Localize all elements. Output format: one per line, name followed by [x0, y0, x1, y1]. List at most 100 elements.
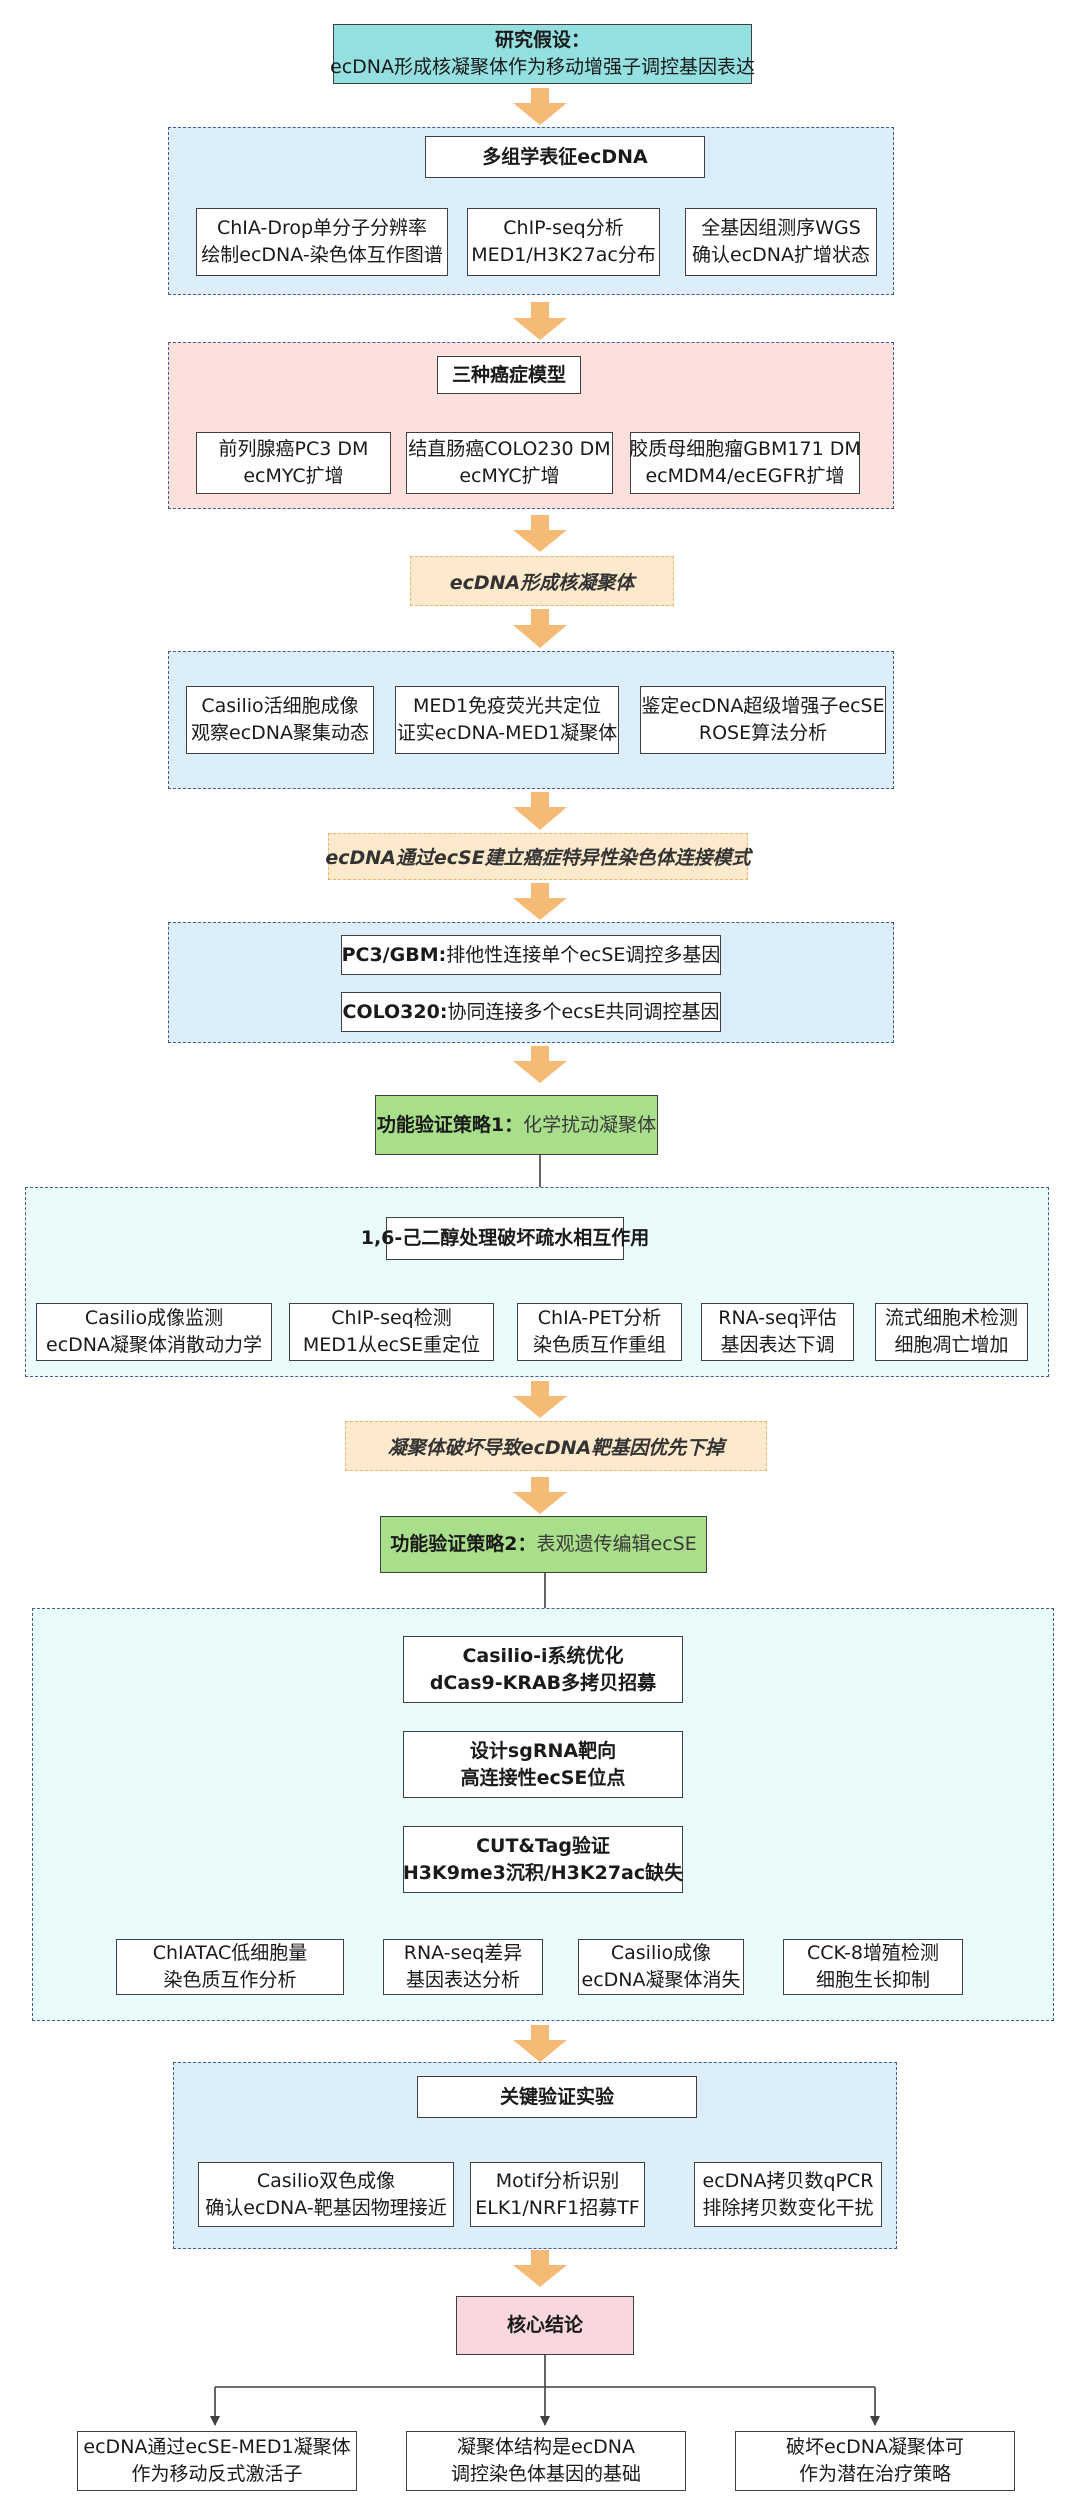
cancer-models-title: 三种癌症模型: [437, 356, 581, 394]
dual-color-imaging-box: Casilio双色成像 确认ecDNA-靶基因物理接近: [198, 2162, 454, 2227]
box-line: ecMYC扩增: [459, 465, 560, 487]
finding-connection-text: ecDNA通过ecSE建立癌症特异性染色体连接模式: [325, 847, 751, 869]
flow-arrow: [513, 1046, 567, 1083]
box-line: 设计sgRNA靶向: [469, 1739, 617, 1762]
s2-rnaseq-box: RNA-seq差异 基因表达分析: [383, 1939, 543, 1995]
box-line: Casilio-i系统优化: [462, 1644, 624, 1667]
hexanediol-text: 1,6-己二醇处理破坏疏水相互作用: [360, 1227, 650, 1249]
strategy2-lead: 功能验证策略2：: [390, 1533, 537, 1555]
model-pc3-box: 前列腺癌PC3 DM ecMYC扩增: [196, 432, 391, 494]
s1-flow-box: 流式细胞术检测 细胞凋亡增加: [875, 1303, 1028, 1361]
flow-arrow: [513, 2250, 567, 2287]
box-line: RNA-seq差异: [403, 1942, 523, 1964]
box-line: 作为移动反式激活子: [131, 2463, 303, 2485]
flow-arrow: [513, 2025, 567, 2062]
hypothesis-title: 研究假设：: [494, 29, 590, 51]
model-gbm171-box: 胶质母细胞瘤GBM171 DM ecMDM4/ecEGFR扩增: [629, 432, 861, 494]
flow-arrow: [513, 609, 567, 648]
pattern-lead: PC3/GBM:: [341, 943, 447, 966]
flow-arrow: [513, 515, 567, 552]
sgrna-design-box: 设计sgRNA靶向 高连接性ecSE位点: [403, 1731, 683, 1798]
motif-analysis-box: Motif分析识别 ELK1/NRF1招募TF: [470, 2162, 645, 2227]
key-experiment-title-text: 关键验证实验: [499, 2085, 614, 2108]
box-line: 前列腺癌PC3 DM: [218, 438, 369, 460]
box-line: ROSE算法分析: [698, 722, 828, 744]
box-line: 破坏ecDNA凝聚体可: [786, 2436, 964, 2458]
box-line: 流式细胞术检测: [884, 1307, 1018, 1329]
box-line: Casilio活细胞成像: [201, 695, 359, 717]
ecse-rose-box: 鉴定ecDNA超级增强子ecSE ROSE算法分析: [640, 686, 886, 754]
box-line: 全基因组测序WGS: [701, 217, 861, 239]
box-line: MED1免疫荧光共定位: [412, 695, 602, 717]
flow-arrow: [513, 302, 567, 340]
flow-arrow: [513, 1381, 567, 1418]
strategy2-box: 功能验证策略2： 表观遗传编辑ecSE: [380, 1516, 707, 1573]
box-line: 证实ecDNA-MED1凝聚体: [396, 722, 618, 744]
box-line: 染色质互作重组: [532, 1334, 666, 1356]
box-line: ecDNA凝聚体消失: [581, 1969, 741, 1991]
flow-arrow: [513, 88, 567, 125]
box-line: 细胞生长抑制: [815, 1969, 930, 1991]
pattern-pc3-gbm-box: PC3/GBM: 排他性连接单个ecSE调控多基因: [341, 935, 721, 975]
cuttag-box: CUT&Tag验证 H3K9me3沉积/H3K27ac缺失: [403, 1826, 683, 1893]
s2-casilio-box: Casilio成像 ecDNA凝聚体消失: [578, 1939, 744, 1995]
casilio-i-box: Casilio-i系统优化 dCas9-KRAB多拷贝招募: [403, 1636, 683, 1703]
med1-if-box: MED1免疫荧光共定位 证实ecDNA-MED1凝聚体: [395, 686, 619, 754]
s2-chiatac-box: ChIATAC低细胞量 染色质互作分析: [116, 1939, 344, 1995]
box-line: H3K9me3沉积/H3K27ac缺失: [402, 1861, 684, 1884]
box-line: ecDNA拷贝数qPCR: [702, 2169, 874, 2192]
s1-rnaseq-box: RNA-seq评估 基因表达下调: [701, 1303, 854, 1361]
box-line: 胶质母细胞瘤GBM171 DM: [629, 438, 861, 460]
multiomics-wgs-box: 全基因组测序WGS 确认ecDNA扩增状态: [685, 208, 877, 276]
box-line: 结直肠癌COLO230 DM: [408, 438, 611, 460]
box-line: dCas9-KRAB多拷贝招募: [429, 1671, 657, 1694]
pattern-lead: COLO320:: [342, 1000, 448, 1023]
box-line: 调控染色体基因的基础: [450, 2463, 641, 2485]
s2-cck8-box: CCK-8增殖检测 细胞生长抑制: [783, 1939, 963, 1995]
multiomics-chiadrop-box: ChIA-Drop单分子分辨率 绘制ecDNA-染色体互作图谱: [196, 208, 448, 276]
box-line: ecMDM4/ecEGFR扩增: [645, 465, 845, 487]
hexanediol-box: 1,6-己二醇处理破坏疏水相互作用: [361, 1217, 649, 1260]
conclusion-structure-basis-box: 凝聚体结构是ecDNA 调控染色体基因的基础: [406, 2431, 686, 2491]
finding-connection-tag: ecDNA通过ecSE建立癌症特异性染色体连接模式: [325, 833, 751, 880]
s1-chiapet-box: ChIA-PET分析 染色质互作重组: [517, 1303, 682, 1361]
strategy1-box: 功能验证策略1： 化学扰动凝聚体: [375, 1095, 658, 1155]
multiomics-title-text: 多组学表征ecDNA: [482, 145, 648, 168]
box-line: 作为潜在治疗策略: [798, 2463, 951, 2485]
model-colo230-box: 结直肠癌COLO230 DM ecMYC扩增: [406, 432, 613, 494]
core-conclusion-text: 核心结论: [506, 2314, 583, 2336]
multiomics-title: 多组学表征ecDNA: [425, 136, 705, 178]
box-line: 基因表达分析: [405, 1969, 520, 1991]
box-line: CUT&Tag验证: [476, 1834, 610, 1857]
strategy1-rest: 化学扰动凝聚体: [523, 1113, 657, 1136]
key-experiment-title: 关键验证实验: [417, 2076, 697, 2118]
hypothesis-text: ecDNA形成核凝聚体作为移动增强子调控基因表达: [330, 56, 755, 78]
flow-arrow: [513, 883, 567, 920]
box-line: ecDNA凝聚体消散动力学: [46, 1334, 262, 1356]
hypothesis-box: 研究假设： ecDNA形成核凝聚体作为移动增强子调控基因表达: [330, 24, 755, 84]
multiomics-chipseq-box: ChIP-seq分析 MED1/H3K27ac分布: [467, 208, 660, 276]
copy-number-qpcr-box: ecDNA拷贝数qPCR 排除拷贝数变化干扰: [694, 2162, 882, 2227]
strategy2-rest: 表观遗传编辑ecSE: [536, 1533, 697, 1555]
box-line: 绘制ecDNA-染色体互作图谱: [201, 244, 443, 266]
box-line: ChIP-seq分析: [503, 217, 624, 239]
casilio-imaging-box: Casilio活细胞成像 观察ecDNA聚集动态: [186, 686, 374, 754]
flow-arrow: [513, 1477, 567, 1514]
box-line: 细胞凋亡增加: [894, 1334, 1009, 1356]
box-line: ChIA-Drop单分子分辨率: [216, 217, 428, 239]
s1-chipseq-box: ChIP-seq检测 MED1从ecSE重定位: [289, 1303, 494, 1361]
s1-casilio-box: Casilio成像监测 ecDNA凝聚体消散动力学: [36, 1303, 272, 1361]
box-line: 基因表达下调: [720, 1334, 835, 1356]
box-line: 观察ecDNA聚集动态: [191, 722, 369, 744]
pattern-rest: 协同连接多个ecsE共同调控基因: [447, 1000, 720, 1023]
box-line: CCK-8增殖检测: [807, 1942, 939, 1964]
pattern-colo320-box: COLO320: 协同连接多个ecsE共同调控基因: [341, 992, 721, 1032]
cancer-models-title-text: 三种癌症模型: [451, 363, 566, 386]
box-line: Casilio成像监测: [84, 1307, 224, 1329]
box-line: Casilio双色成像: [256, 2169, 396, 2192]
box-line: 确认ecDNA-靶基因物理接近: [205, 2196, 447, 2219]
box-line: 鉴定ecDNA超级增强子ecSE: [641, 695, 885, 717]
box-line: 高连接性ecSE位点: [460, 1766, 626, 1789]
conclusion-therapy-box: 破坏ecDNA凝聚体可 作为潜在治疗策略: [735, 2431, 1015, 2491]
